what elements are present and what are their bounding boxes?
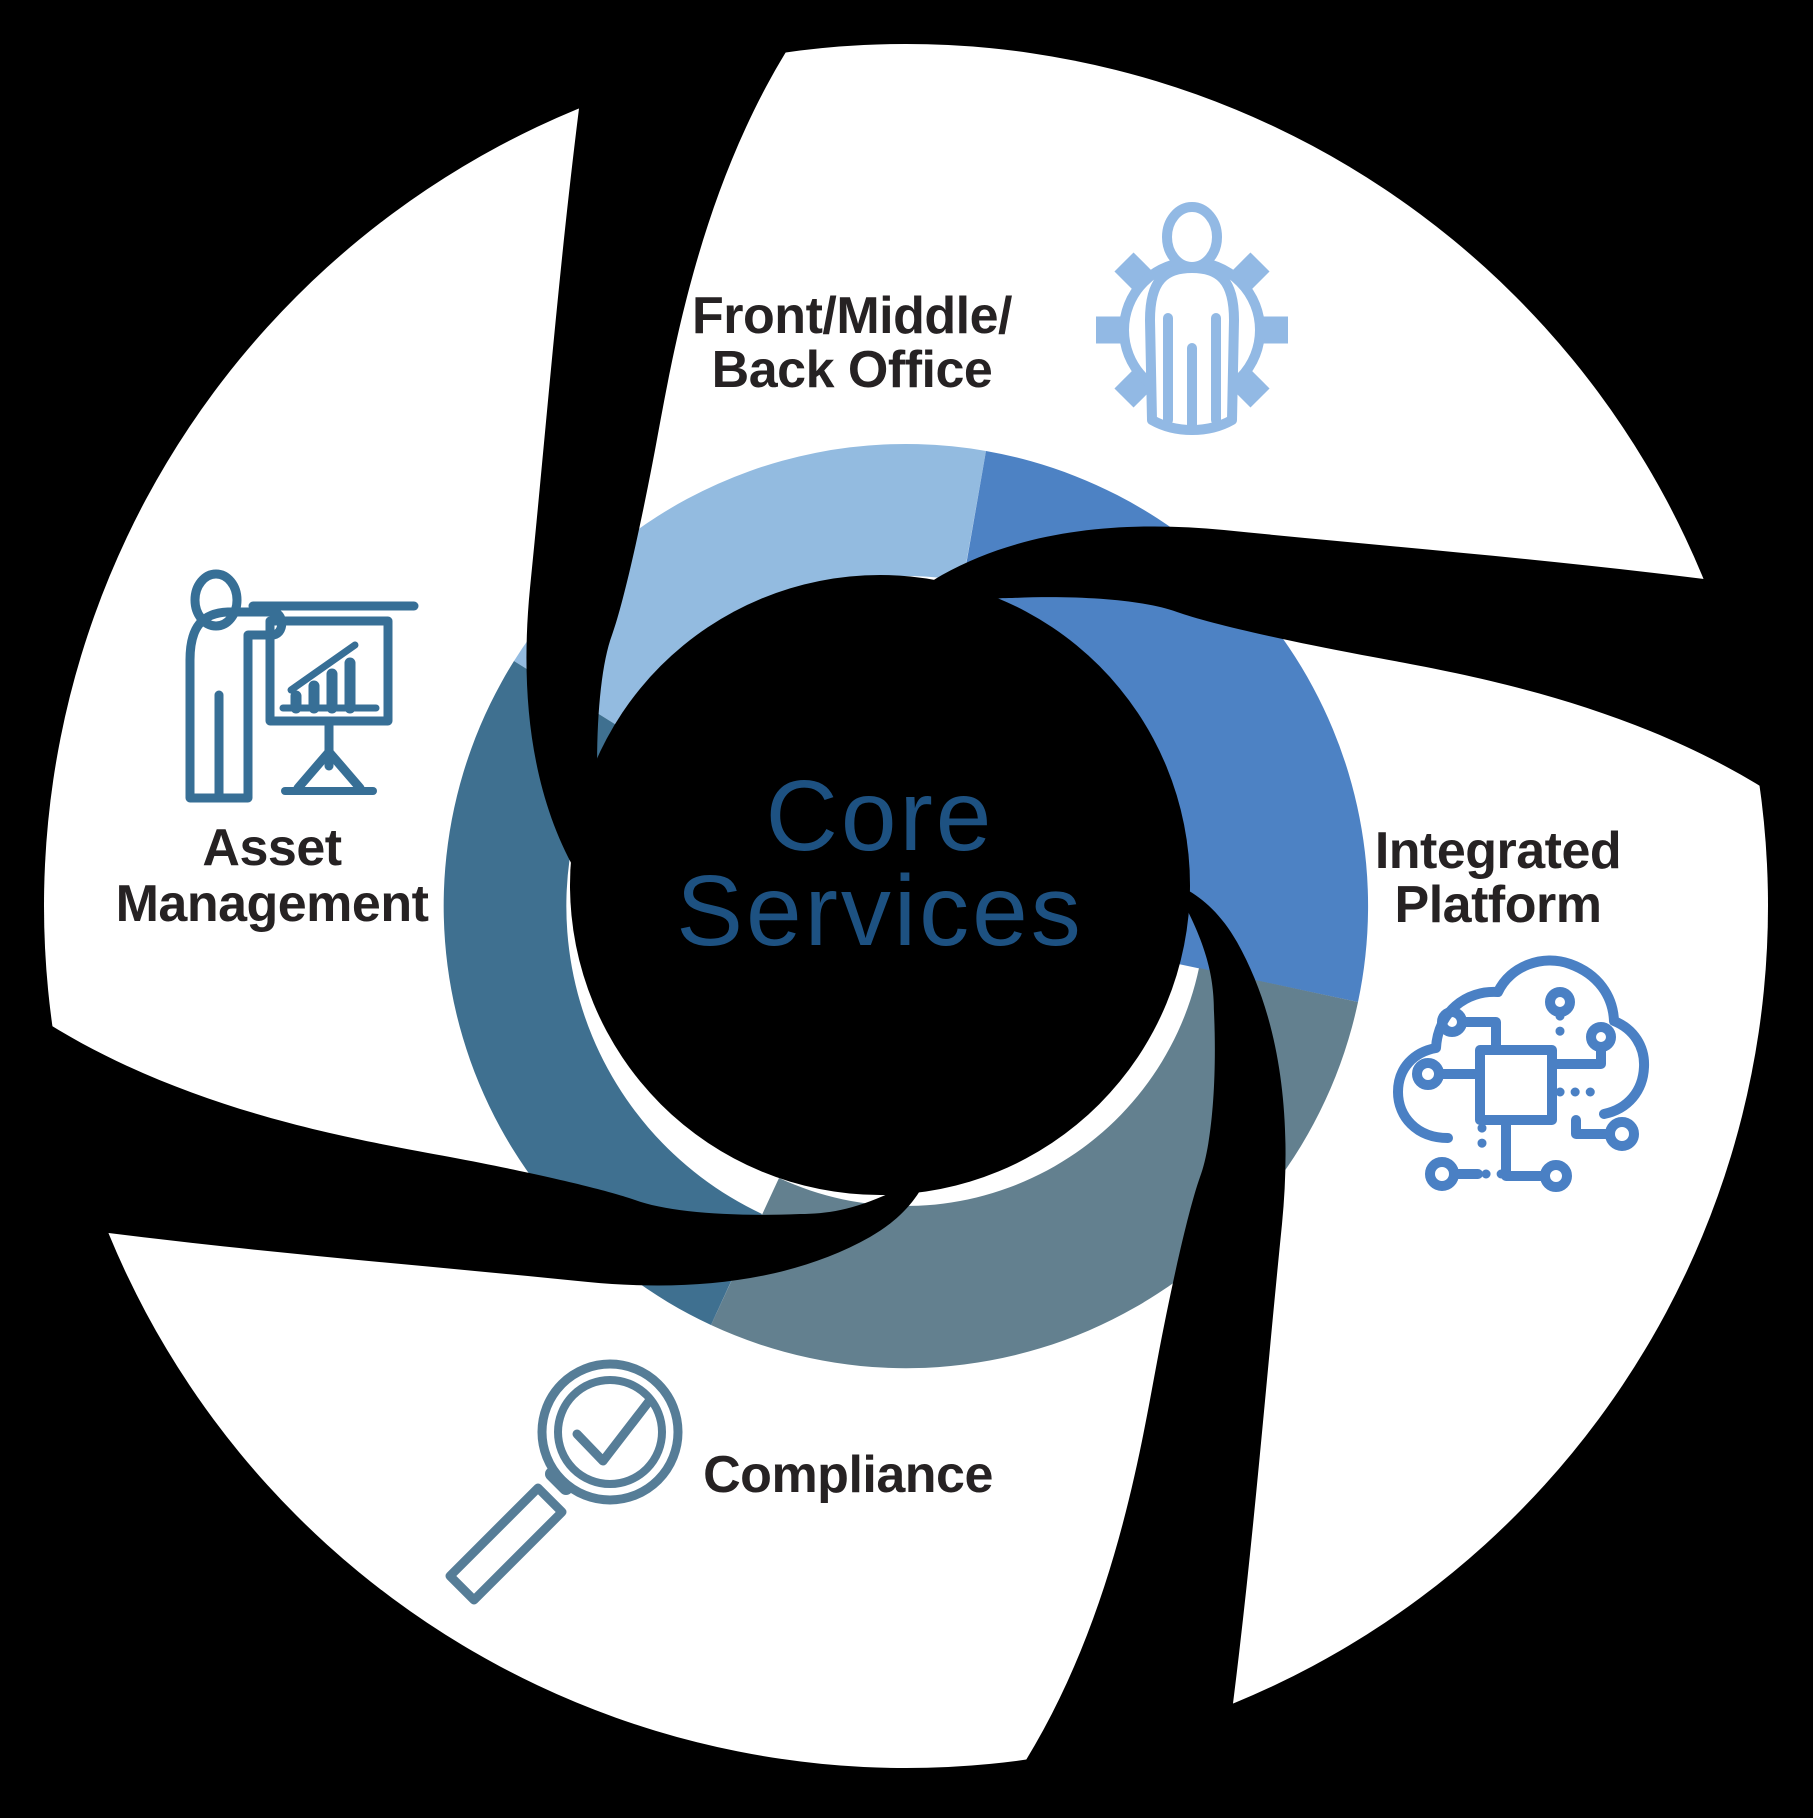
segment-label: Asset: [202, 819, 341, 877]
ring-arc-steel-blue: [443, 661, 762, 1325]
cloud-circuit-icon: [1393, 955, 1650, 1192]
person-head: [1162, 202, 1222, 272]
ring-arc-gray-blue: [711, 968, 1358, 1369]
person-in-gear-icon: [1096, 202, 1288, 435]
chip-square: [1475, 1045, 1557, 1125]
easel-legs: [293, 747, 365, 793]
segment-asset-management: Asset Management: [116, 569, 429, 933]
chart-bars: [290, 657, 356, 714]
circuit-lead: [1547, 1042, 1606, 1069]
segment-label: Compliance: [703, 1446, 993, 1504]
magnifier-check-icon: [445, 1359, 683, 1605]
circuit-lead: [1457, 1017, 1501, 1055]
presenter-head: [190, 569, 242, 631]
segment-front-middle-back-office: Front/Middle/ Back Office: [692, 202, 1288, 435]
center-title-line2: Services: [676, 855, 1083, 967]
magnifier-lens-inner: [554, 1376, 666, 1488]
circuit-lead: [1501, 1115, 1549, 1181]
segment-label: Back Office: [712, 341, 993, 399]
magnifier-lens-outer: [537, 1359, 683, 1505]
segment-label: Front/Middle/: [692, 287, 1012, 345]
circuit-node: [1412, 1058, 1444, 1090]
cloud-outline: [1393, 955, 1650, 1143]
circuit-node: [1540, 1160, 1572, 1192]
check-mark: [572, 1395, 655, 1466]
center-title: Core Services: [676, 760, 1083, 967]
person-presentation-icon: [185, 569, 419, 803]
segment-label: Platform: [1395, 876, 1602, 934]
circuit-lead: [1571, 1115, 1615, 1139]
segment-compliance: Compliance: [445, 1359, 993, 1605]
center-disk: [570, 575, 1190, 1195]
magnifier-handle: [445, 1483, 567, 1605]
segment-integrated-platform: Integrated Platform: [1375, 822, 1650, 1192]
shutter-blades: [30, 30, 1782, 1782]
ring-arc-light-blue: [514, 443, 986, 731]
segment-label: Integrated: [1375, 822, 1621, 880]
magnifier-collar: [545, 1467, 573, 1495]
center-title-line1: Core: [766, 760, 995, 872]
segment-label: Management: [116, 875, 429, 933]
chart-trend-line: [287, 641, 359, 694]
